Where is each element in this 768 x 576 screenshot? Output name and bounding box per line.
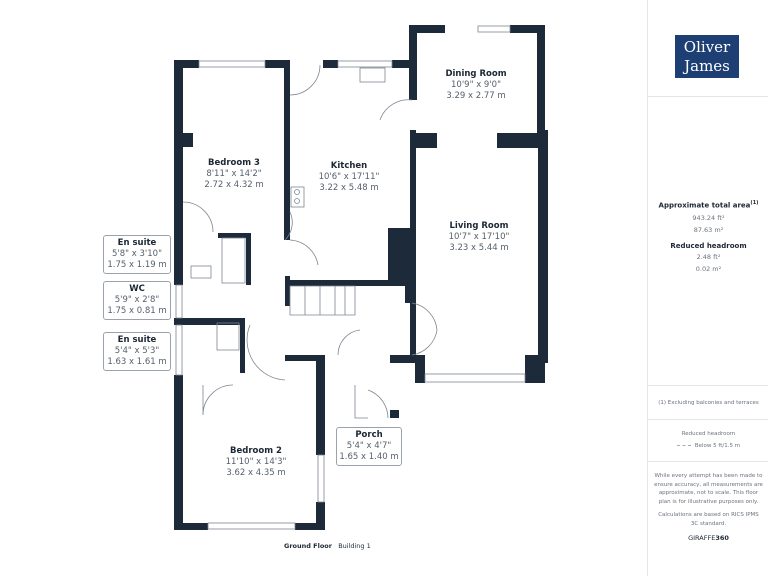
room-name: Living Room (449, 221, 509, 231)
info-sidebar: Oliver James Approximate total area(1) 9… (647, 0, 768, 576)
room-imperial: 5'4" x 5'3" (114, 346, 160, 356)
callout-wc: WC 5'9" x 2'8" 1.75 x 0.81 m (103, 281, 171, 320)
room-label-dining-room: Dining Room 10'9" x 9'0" 3.29 x 2.77 m (445, 69, 506, 102)
room-metric: 1.63 x 1.61 m (107, 357, 167, 367)
room-name: Kitchen (330, 161, 368, 171)
disclaimer-section: While every attempt has been made to ens… (654, 472, 763, 542)
room-label-kitchen: Kitchen 10'6" x 17'11" 3.22 x 5.48 m (319, 161, 380, 194)
room-metric: 3.22 x 5.48 m (319, 183, 379, 193)
giraffe360-logo: GIRAFFE360 (654, 534, 763, 542)
floor-name: Ground Floor (284, 542, 332, 550)
logo-line-2: James (684, 57, 730, 75)
floor-label: Ground Floor Building 1 (284, 542, 371, 550)
callout-porch: Porch 5'4" x 4'7" 1.65 x 1.40 m (336, 427, 402, 466)
room-name: Dining Room (445, 69, 507, 79)
area-title: Approximate total area(1) (648, 200, 768, 209)
room-label-bedroom-2: Bedroom 2 11'10" x 14'3" 3.62 x 4.35 m (226, 446, 287, 479)
logo-line-1: Oliver (683, 38, 731, 56)
area-section: Approximate total area(1) 943.24 ft² 87.… (648, 96, 768, 386)
room-label-bedroom-3: Bedroom 3 8'11" x 14'2" 2.72 x 4.32 m (204, 158, 263, 191)
walls (174, 25, 548, 530)
room-imperial: 11'10" x 14'3" (225, 457, 287, 467)
area-footnote-marker: (1) (750, 200, 759, 206)
room-metric: 3.29 x 2.77 m (446, 91, 506, 101)
reduced-ft: 2.48 ft² (696, 253, 721, 262)
room-imperial: 10'9" x 9'0" (451, 80, 501, 90)
room-name: Bedroom 3 (208, 158, 260, 168)
callout-en-suite-2: En suite 5'4" x 5'3" 1.63 x 1.61 m (103, 332, 171, 371)
callout-en-suite-1: En suite 5'8" x 3'10" 1.75 x 1.19 m (103, 235, 171, 274)
reduced-m: 0.02 m² (695, 265, 722, 274)
room-name: WC (129, 284, 145, 294)
area-ft: 943.24 ft² (692, 214, 725, 223)
room-imperial: 10'6" x 17'11" (318, 172, 380, 182)
legend-item: Below 5 ft/1.5 m (648, 441, 768, 451)
room-name: Bedroom 2 (230, 446, 282, 456)
calculation-note: Calculations are based on RICS IPMS 3C s… (658, 512, 759, 527)
room-metric: 1.65 x 1.40 m (339, 452, 399, 462)
room-name: Porch (355, 430, 383, 440)
room-metric: 2.72 x 4.32 m (204, 180, 264, 190)
logo-section: Oliver James (648, 0, 768, 97)
room-name: En suite (117, 238, 157, 248)
fixtures (175, 25, 526, 530)
room-name: En suite (117, 335, 157, 345)
reduced-headroom-title: Reduced headroom (670, 242, 747, 251)
area-title-text: Approximate total area (658, 201, 751, 210)
room-imperial: 5'4" x 4'7" (346, 441, 392, 451)
room-label-living-room: Living Room 10'7" x 17'10" 3.23 x 5.44 m (449, 221, 510, 254)
room-imperial: 5'9" x 2'8" (114, 295, 160, 305)
floor-plan (174, 25, 548, 530)
footnote: (1) Excluding balconies and terraces (658, 400, 759, 406)
legend-item-text: Below 5 ft/1.5 m (694, 443, 741, 449)
room-metric: 3.23 x 5.44 m (449, 243, 509, 253)
room-imperial: 10'7" x 17'10" (448, 232, 510, 242)
room-metric: 3.62 x 4.35 m (226, 468, 286, 478)
disclaimer: While every attempt has been made to ens… (654, 473, 763, 505)
room-metric: 1.75 x 1.19 m (107, 260, 167, 270)
room-metric: 1.75 x 0.81 m (107, 306, 167, 316)
room-imperial: 8'11" x 14'2" (206, 169, 262, 179)
legend-title: Reduced headroom (681, 431, 736, 437)
building-name: Building 1 (338, 542, 371, 550)
brand-b: 360 (715, 534, 729, 542)
area-m: 87.63 m² (693, 226, 724, 235)
room-imperial: 5'8" x 3'10" (112, 249, 162, 259)
oliver-james-logo: Oliver James (675, 35, 739, 78)
brand-a: GIRAFFE (688, 534, 716, 542)
legend-section: Reduced headroom Below 5 ft/1.5 m (648, 419, 768, 462)
footnote-section: (1) Excluding balconies and terraces (648, 385, 768, 420)
dashed-line-icon (676, 445, 691, 446)
